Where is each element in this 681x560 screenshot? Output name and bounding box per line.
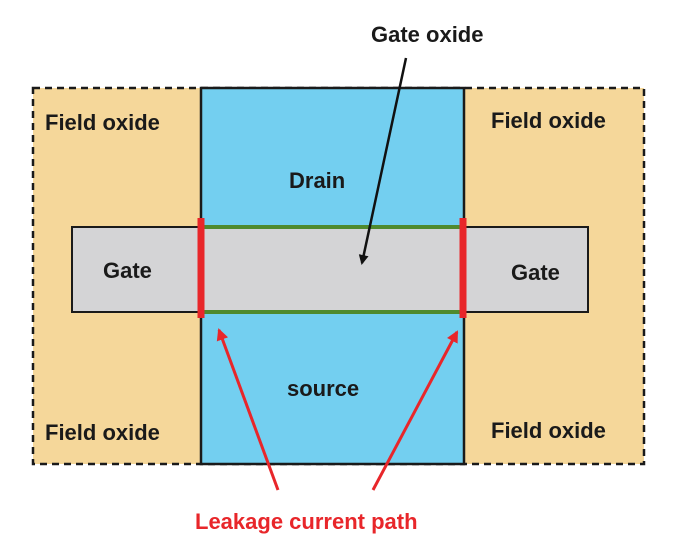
drain-label: Drain: [289, 168, 346, 193]
leakage-arrow-right: [371, 330, 459, 491]
gate-label-left: Gate: [103, 258, 152, 283]
field-oxide-label-bottom-left: Field oxide: [45, 420, 160, 445]
field-oxide-label-top-left: Field oxide: [45, 110, 160, 135]
field-oxide-label-top-right: Field oxide: [491, 108, 606, 133]
leakage-current-path-label: Leakage current path: [195, 509, 418, 534]
gate-oxide-arrow: [358, 57, 408, 265]
leakage-arrow-left: [216, 328, 280, 491]
gate-label-right: Gate: [511, 260, 560, 285]
gate-strip: [71, 226, 589, 313]
field-oxide-label-bottom-right: Field oxide: [491, 418, 606, 443]
source-label: source: [287, 376, 360, 401]
gate-oxide-label: Gate oxide: [371, 22, 484, 47]
